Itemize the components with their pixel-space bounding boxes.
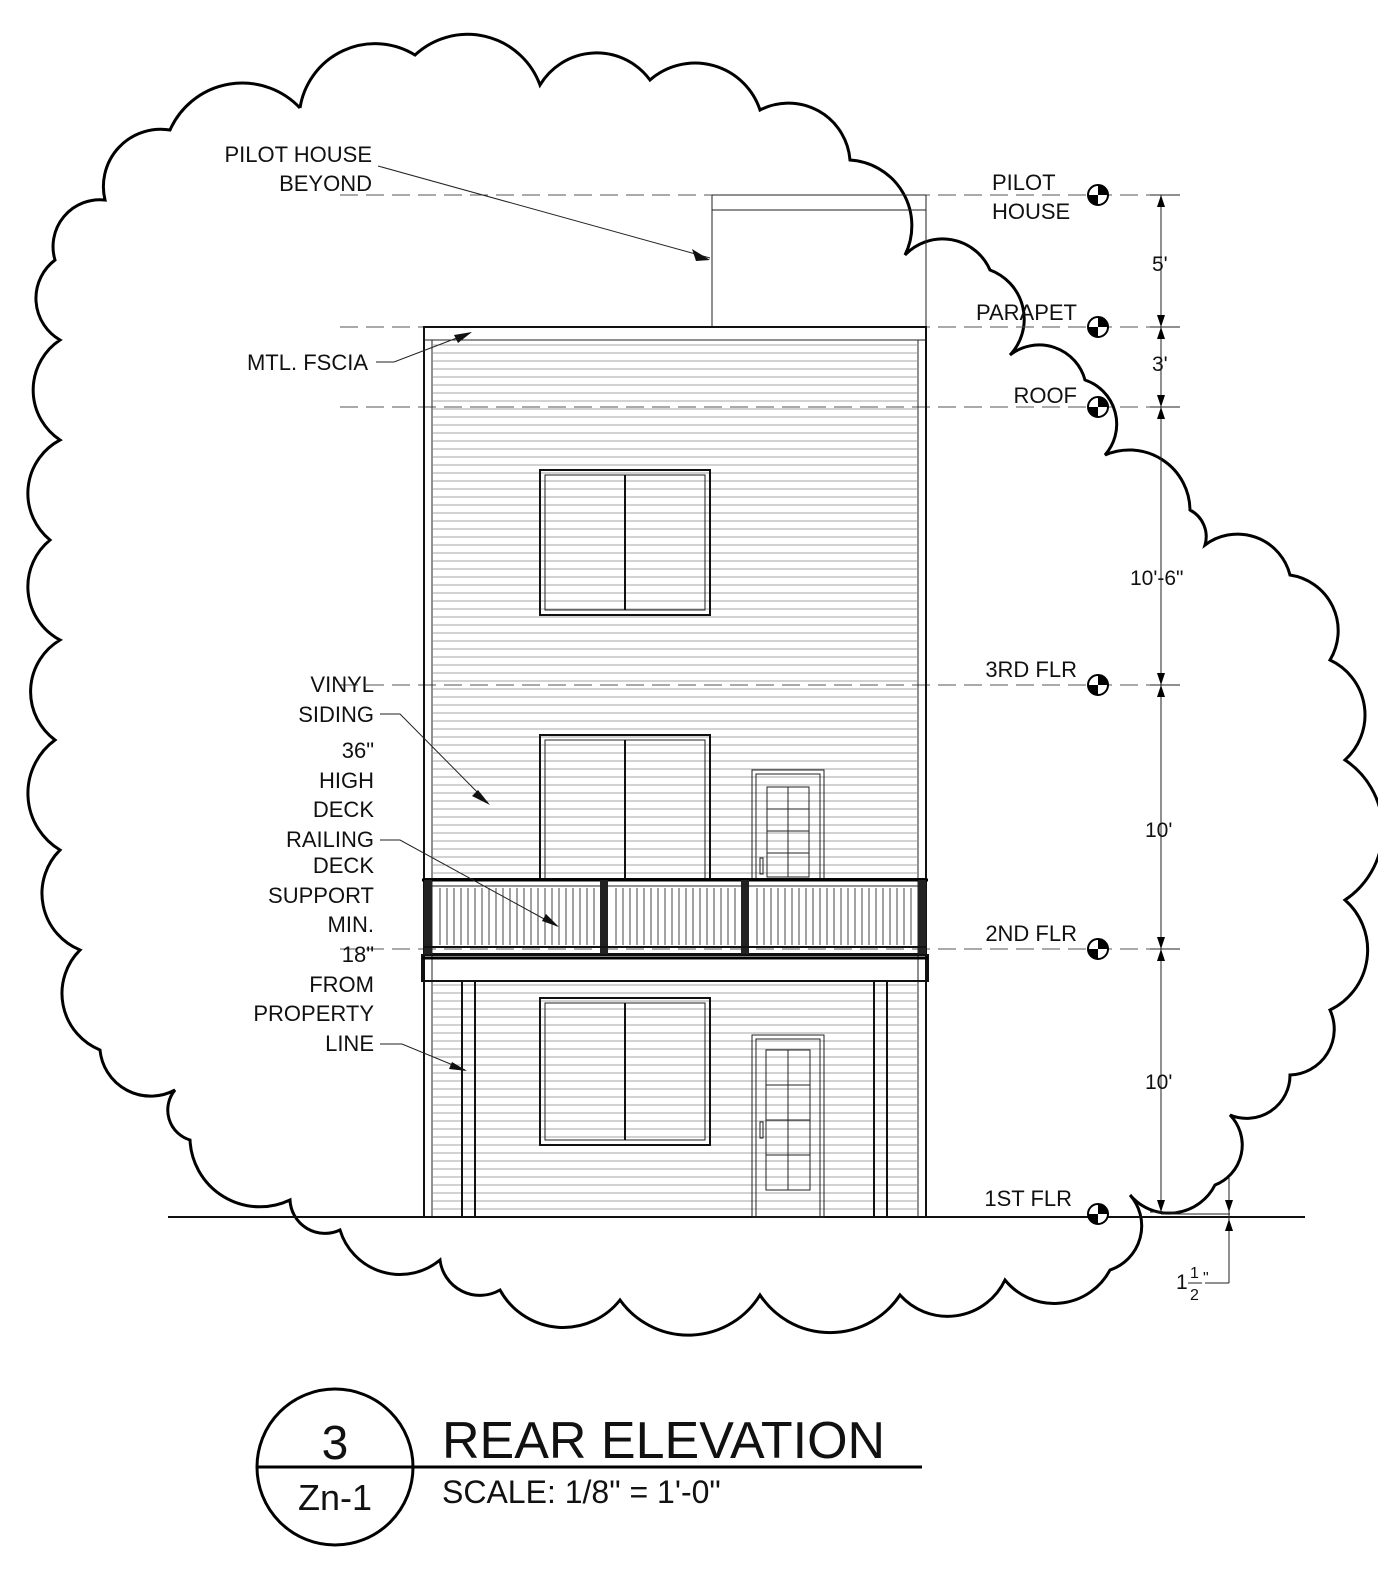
label-deck-support-6: PROPERTY — [253, 1001, 374, 1026]
level-label-first-floor: 1ST FLR — [984, 1186, 1072, 1211]
detail-number: 3 — [322, 1417, 349, 1470]
label-deck-support-3: MIN. — [328, 912, 374, 937]
vinyl-siding-lines — [433, 344, 917, 1210]
level-marker-parapet: PARAPET — [976, 300, 1109, 338]
label-deck-railing-4: RAILING — [286, 827, 374, 852]
label-mtl-fscia: MTL. FSCIA — [247, 350, 368, 375]
level-marker-roof: ROOF — [1013, 383, 1109, 418]
dimension-string: 5' 3' 10'-6" 10' 10' — [1130, 194, 1184, 1213]
level-label-second-floor: 2ND FLR — [985, 921, 1077, 946]
label-pilot-house-beyond-1: PILOT HOUSE — [224, 142, 372, 167]
window-third-floor — [539, 469, 711, 616]
label-deck-support-1: DECK — [313, 853, 374, 878]
dimension-roof-to-third: 10'-6" — [1130, 567, 1184, 590]
label-deck-railing-2: HIGH — [319, 768, 374, 793]
deck-support-posts — [461, 980, 888, 1218]
dimension-parapet-to-roof: 3' — [1152, 353, 1168, 376]
label-deck-railing-1: 36" — [342, 738, 374, 763]
revision-cloud — [26, 32, 1378, 1337]
level-label-parapet: PARAPET — [976, 300, 1077, 325]
deck-balusters — [439, 888, 912, 945]
level-label-pilot-house-2: HOUSE — [992, 199, 1070, 224]
building-facade — [423, 326, 927, 1218]
window-second-floor — [539, 734, 711, 881]
level-marker-first-floor: 1ST FLR — [984, 1186, 1109, 1225]
drawing-scale: SCALE: 1/8" = 1'-0" — [442, 1474, 721, 1510]
title-block: 3 Zn-1 REAR ELEVATION SCALE: 1/8" = 1'-0… — [255, 1387, 922, 1547]
sheet-number: Zn-1 — [298, 1477, 372, 1518]
grade-offset-dimension: 1 1 2 " — [1161, 1178, 1233, 1304]
level-marker-second-floor: 2ND FLR — [985, 921, 1109, 960]
door-first-floor — [751, 1034, 825, 1218]
pilot-house-outline — [711, 194, 927, 1217]
label-deck-support-2: SUPPORT — [268, 883, 374, 908]
grade-offset-numerator: 1 — [1190, 1265, 1199, 1282]
label-deck-support-5: FROM — [309, 972, 374, 997]
deck-beam — [421, 954, 929, 982]
level-label-pilot-house-1: PILOT — [992, 170, 1056, 195]
grade-offset-unit: " — [1203, 1270, 1209, 1287]
label-deck-support-7: LINE — [325, 1031, 374, 1056]
label-vinyl-siding-1: VINYL — [310, 672, 374, 697]
dimension-second-to-first: 10' — [1145, 1071, 1172, 1094]
window-first-floor — [539, 997, 711, 1146]
dimension-third-to-second: 10' — [1145, 819, 1172, 842]
door-second-floor — [751, 769, 825, 881]
grade-offset-whole: 1 — [1176, 1271, 1188, 1294]
leader-lines — [376, 165, 711, 1071]
label-deck-support-4: 18" — [342, 942, 374, 967]
level-label-third-floor: 3RD FLR — [985, 657, 1077, 682]
level-marker-third-floor: 3RD FLR — [985, 657, 1109, 696]
label-deck-railing-3: DECK — [313, 797, 374, 822]
deck-railing — [422, 878, 928, 956]
drawing-title: REAR ELEVATION — [442, 1412, 885, 1470]
label-pilot-house-beyond-2: BEYOND — [279, 171, 372, 196]
label-vinyl-siding-2: SIDING — [298, 702, 374, 727]
level-markers: PILOT HOUSE PARAPET ROOF 3RD FLR 2ND FLR — [976, 170, 1109, 1225]
dimension-pilot-to-parapet: 5' — [1152, 253, 1168, 276]
annotation-labels: PILOT HOUSE BEYOND MTL. FSCIA VINYL SIDI… — [224, 142, 374, 1056]
grade-offset-denominator: 2 — [1190, 1287, 1199, 1304]
level-label-roof: ROOF — [1013, 383, 1077, 408]
level-marker-pilot-house: PILOT HOUSE — [992, 170, 1109, 224]
